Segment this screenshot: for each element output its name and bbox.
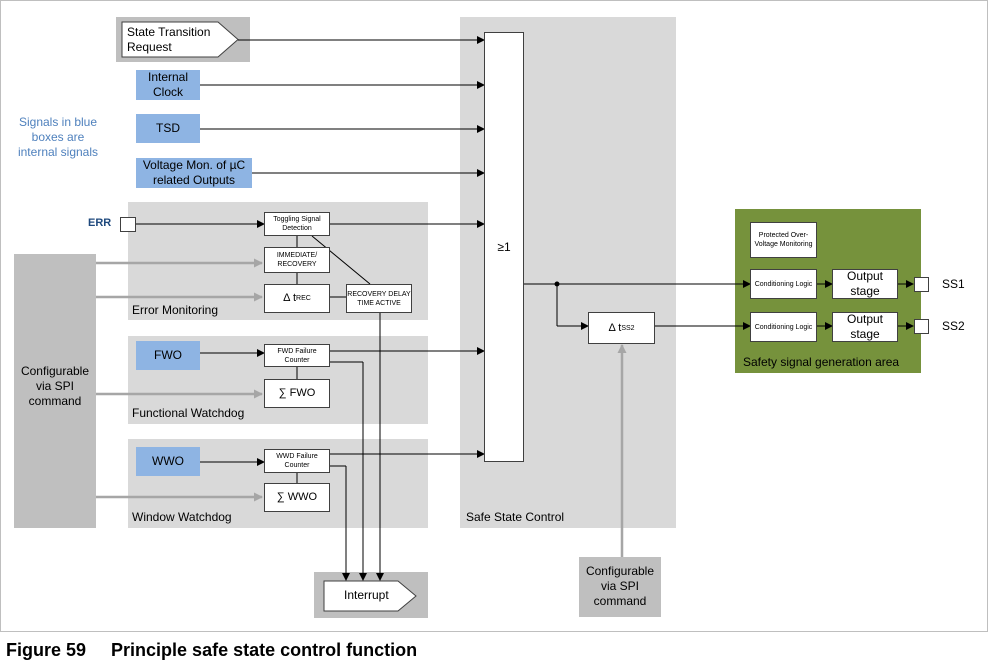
or-gate: ≥1	[484, 32, 524, 462]
delta-t-rec-prefix: Δ t	[283, 292, 297, 304]
err-label: ERR	[88, 217, 112, 229]
sum-fwo-box: ∑ FWO	[264, 379, 330, 408]
internal-signals-note: Signals in blue boxes are internal signa…	[17, 115, 99, 159]
internal-clock-box: Internal Clock	[136, 70, 200, 100]
delta-t-ss2-sub: SS2	[621, 324, 635, 332]
conditioning-logic-2: Conditioning Logic	[750, 312, 817, 342]
safety-area-title: Safety signal generation area	[743, 355, 900, 369]
voltage-mon-box: Voltage Mon. of µC related Outputs	[136, 158, 252, 188]
error-monitoring-title: Error Monitoring	[132, 303, 219, 317]
delta-t-ss2-prefix: Δ t	[608, 321, 622, 334]
ss1-label: SS1	[942, 277, 965, 291]
fwd-failure-counter: FWD Failure Counter	[264, 344, 330, 367]
ss2-pin	[914, 319, 929, 334]
output-stage-1: Output stage	[832, 269, 898, 299]
wwo-box: WWO	[136, 447, 200, 476]
functional-watchdog-title: Functional Watchdog	[132, 406, 245, 420]
state-transition-label: State Transition Request	[127, 25, 211, 54]
protected-ov-monitoring: Protected Over-Voltage Monitoring	[750, 222, 817, 258]
wwd-failure-counter: WWD Failure Counter	[264, 449, 330, 473]
output-stage-2: Output stage	[832, 312, 898, 342]
toggling-signal-detection: Toggling Signal Detection	[264, 212, 330, 236]
spi-config-bottom-label: Configurable via SPI command	[585, 564, 655, 608]
figure-frame	[0, 0, 988, 632]
interrupt-label: Interrupt	[344, 588, 389, 602]
err-pin	[120, 217, 136, 232]
recovery-delay-box: RECOVERY DELAY TIME ACTIVE	[346, 284, 412, 313]
delta-t-rec-sub: REC	[296, 295, 311, 302]
interrupt-shape	[323, 580, 417, 612]
spi-config-bottom-panel	[579, 557, 661, 617]
ss1-pin	[914, 277, 929, 292]
spi-config-left-panel	[14, 254, 96, 528]
sum-wwo-box: ∑ WWO	[264, 483, 330, 512]
fwo-box: FWO	[136, 341, 200, 370]
ss2-label: SS2	[942, 319, 965, 333]
safe-state-control-title: Safe State Control	[466, 510, 565, 524]
tsd-box: TSD	[136, 114, 200, 143]
conditioning-logic-1: Conditioning Logic	[750, 269, 817, 299]
spi-config-left-label: Configurable via SPI command	[20, 364, 90, 408]
window-watchdog-title: Window Watchdog	[132, 510, 232, 524]
figure-caption: Figure 59 Principle safe state control f…	[6, 640, 418, 660]
state-transition-shape	[121, 21, 239, 58]
immediate-recovery-box: IMMEDIATE/ RECOVERY	[264, 247, 330, 273]
